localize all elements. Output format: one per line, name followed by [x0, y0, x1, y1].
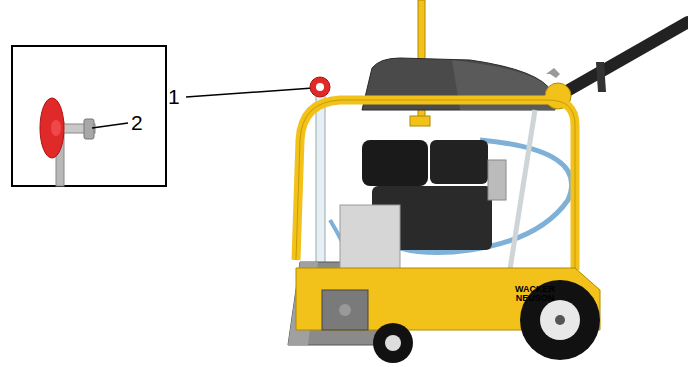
engine-fuel-tank: [430, 140, 488, 184]
depth-rod: [508, 110, 535, 282]
pointer-knob-center: [316, 83, 324, 91]
callout-number: 1: [168, 86, 188, 107]
pointer-knob: [310, 77, 330, 97]
brand-logo-text: WACKER NEUSON: [512, 285, 558, 304]
front-wheel-hub: [385, 335, 401, 351]
handle-lever: [596, 62, 606, 92]
guide-pointer-rod: [316, 94, 325, 290]
leader-line: [186, 88, 313, 97]
inset-red-disc: [40, 98, 64, 158]
flange-bolt: [339, 304, 351, 316]
wrench: [546, 68, 560, 78]
handle-bar: [560, 22, 688, 95]
engine-air-filter: [362, 140, 428, 186]
callout-number: 2: [131, 112, 151, 133]
engine-muffler: [488, 160, 506, 200]
blade-flange: [322, 290, 368, 330]
front-wheel: [373, 323, 413, 363]
hood-bracket: [410, 116, 430, 126]
rear-wheel-axle: [555, 315, 565, 325]
inset-disc-hub: [51, 120, 61, 136]
inset-frame: [12, 46, 166, 186]
rear-wheel-hub: [540, 300, 580, 340]
inset-clamp: [84, 119, 94, 139]
leader-line: [92, 123, 128, 128]
